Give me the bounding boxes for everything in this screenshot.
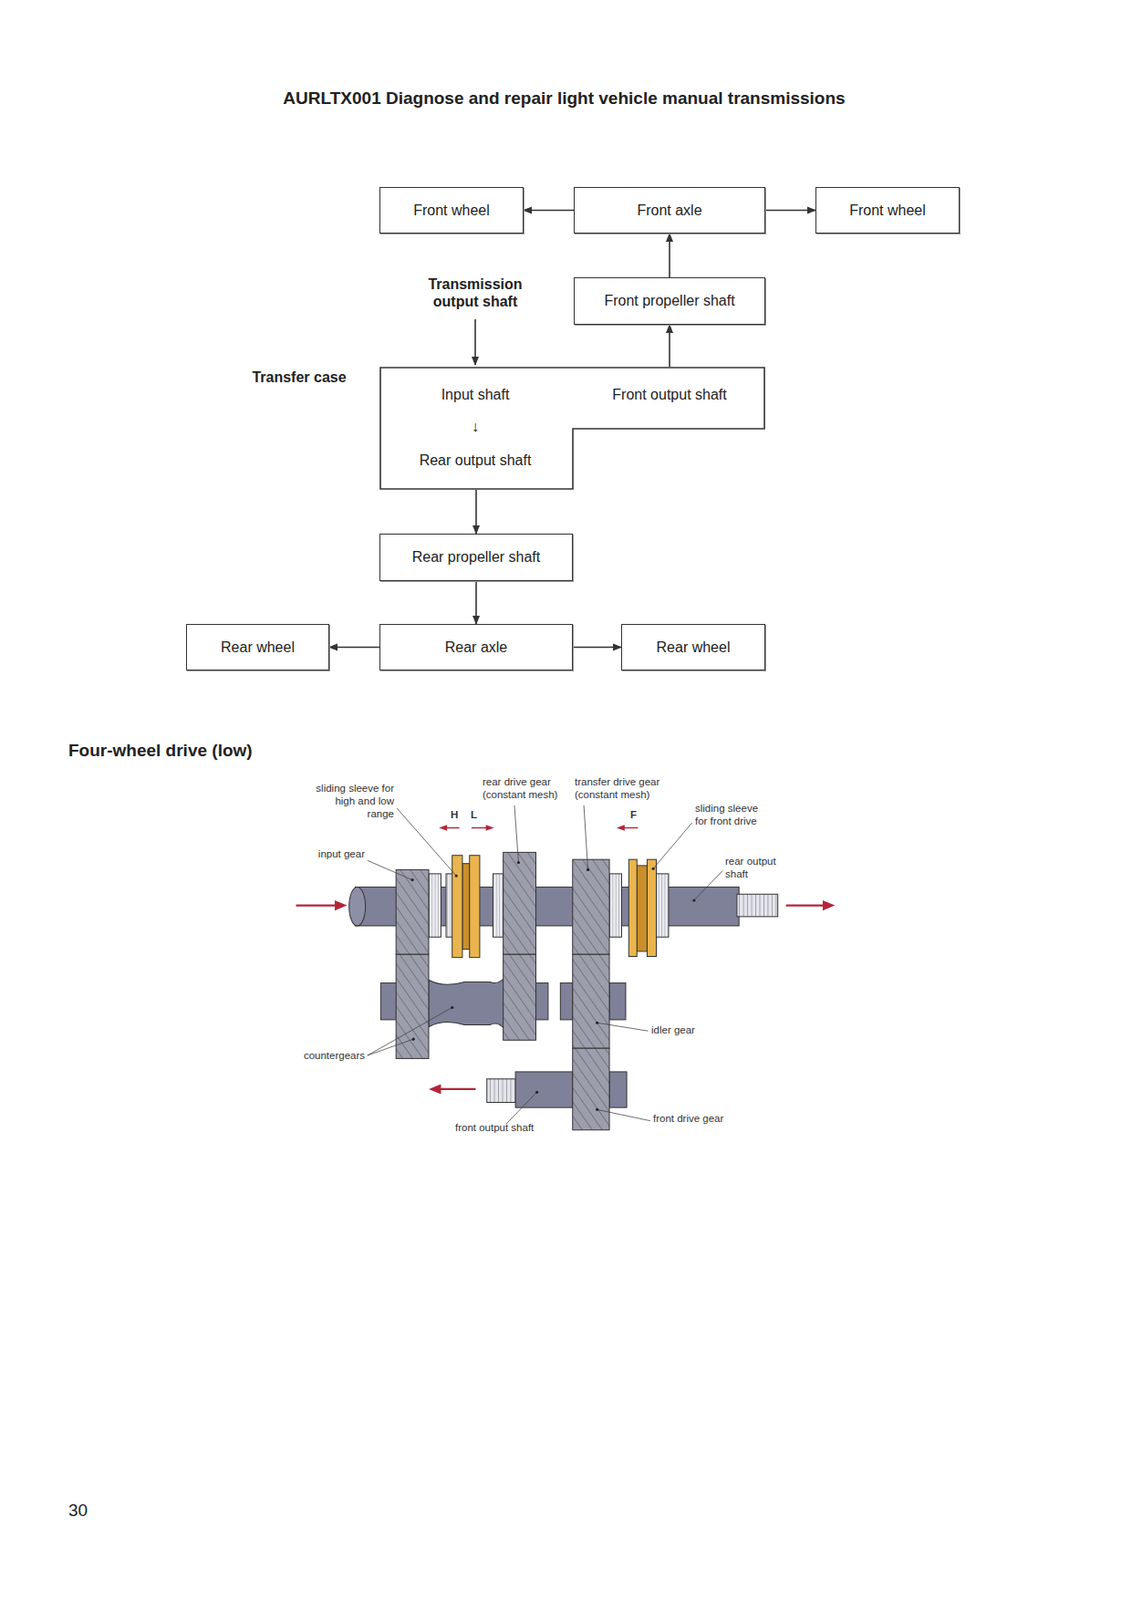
box-label: Front wheel <box>413 202 490 219</box>
part-label: H <box>450 809 458 822</box>
process-box: Rear wheel <box>186 623 330 671</box>
box-label: Rear propeller shaft <box>412 549 541 566</box>
box-label: Front wheel <box>849 202 926 219</box>
flow-arrow <box>765 209 816 212</box>
box-label: Rear wheel <box>220 639 295 656</box>
part-label: transfer drive gear (constant mesh) <box>574 776 672 802</box>
section-heading: Four-wheel drive (low) <box>68 740 253 762</box>
part-label: input gear <box>291 848 365 862</box>
process-box: Front axle <box>573 186 766 234</box>
process-box: Rear axle <box>379 623 573 671</box>
process-box: Rear propeller shaft <box>379 533 573 582</box>
part-label: sliding sleeve for front drive <box>695 802 772 829</box>
input-arrow <box>474 319 477 365</box>
flow-arrow <box>572 646 622 649</box>
page-title: AURLTX001 Diagnose and repair light vehi… <box>0 88 1131 110</box>
part-label: countergears <box>273 1049 365 1063</box>
l-shaped-outline <box>379 366 766 490</box>
part-label: rear output shaft <box>725 855 786 882</box>
process-box: Front propeller shaft <box>573 277 766 325</box>
transfer-case-cutaway <box>296 805 836 1131</box>
part-label: idler gear <box>651 1024 696 1038</box>
part-label: Rear output shaft <box>419 452 532 469</box>
part-label: front output shaft <box>455 1121 534 1135</box>
process-box: Front wheel <box>379 186 524 234</box>
part-label: Input shaft <box>441 386 510 404</box>
part-label: front drive gear <box>653 1112 724 1126</box>
part-label: ↓ <box>471 418 479 436</box>
box-label: Front propeller shaft <box>603 292 735 310</box>
flow-arrow <box>475 489 478 534</box>
process-box: Front wheel <box>815 186 960 234</box>
part-label: L <box>470 809 478 822</box>
box-label: Rear axle <box>445 639 508 656</box>
flow-arrow <box>523 209 574 212</box>
flow-arrow <box>668 324 671 367</box>
flow-arrow <box>329 646 380 649</box>
box-label: Front axle <box>636 202 702 219</box>
box-label: Rear wheel <box>656 639 731 656</box>
flow-arrow <box>668 233 671 278</box>
part-label: rear drive gear (constant mesh) <box>482 776 565 802</box>
part-label: Transmission output shaft <box>406 275 544 311</box>
part-label: sliding sleeve for high and low range <box>315 782 395 821</box>
part-label: Front output shaft <box>612 386 727 404</box>
transfer-case-box: Transfer caseInput shaft↓Rear output sha… <box>379 366 766 490</box>
process-box: Rear wheel <box>621 623 766 671</box>
flow-arrow <box>475 581 478 624</box>
page-number: 30 <box>68 1500 88 1522</box>
group-heading: Transfer case <box>251 369 346 386</box>
part-label: F <box>630 809 637 822</box>
